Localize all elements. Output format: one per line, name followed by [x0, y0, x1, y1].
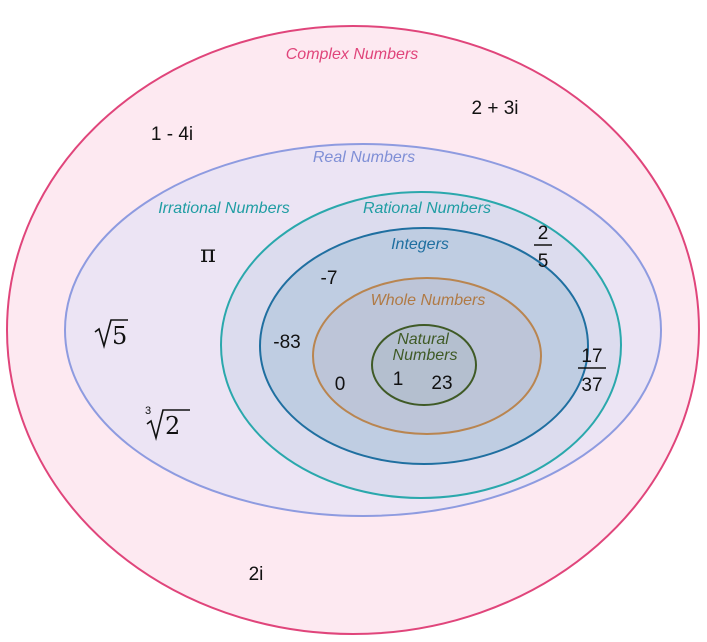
sqrt-5-radicand: 5: [112, 322, 127, 350]
natural-numbers-label-line2: Numbers: [393, 347, 458, 364]
example-2-plus-3i: 2 + 3i: [471, 98, 518, 119]
real-numbers-label: Real Numbers: [313, 149, 415, 166]
integers-label: Integers: [391, 236, 449, 253]
cube-root-2-index: 3: [145, 405, 151, 417]
natural-numbers-ellipse: [371, 324, 477, 406]
example-pi: π: [200, 240, 216, 268]
example-sqrt-5: 5: [94, 319, 128, 350]
whole-numbers-label: Whole Numbers: [371, 292, 486, 309]
example-1: 1: [393, 369, 404, 390]
example-1-minus-4i: 1 - 4i: [151, 124, 193, 145]
fraction-2-5-numerator: 2: [538, 223, 549, 244]
example-23: 23: [431, 373, 452, 394]
natural-numbers-label-line1: Natural: [397, 331, 449, 348]
irrational-numbers-label: Irrational Numbers: [158, 200, 290, 217]
example-2i: 2i: [249, 564, 264, 585]
cube-root-2-radical-sign: [146, 409, 190, 442]
cube-root-2-radicand: 2: [165, 412, 180, 440]
fraction-17-37-denominator: 37: [581, 375, 602, 396]
example-0: 0: [335, 374, 346, 395]
example-fraction-2-5: 2 5: [534, 223, 552, 272]
example-minus-7: -7: [321, 268, 338, 289]
example-cube-root-2: 3 2: [145, 405, 190, 442]
sqrt-5-radical-sign: [94, 319, 128, 349]
example-fraction-17-37: 17 37: [578, 346, 606, 396]
example-minus-83: -83: [273, 332, 300, 353]
rational-numbers-label: Rational Numbers: [363, 200, 491, 217]
fraction-2-5-denominator: 5: [538, 251, 549, 272]
fraction-17-37-numerator: 17: [581, 346, 602, 367]
complex-numbers-label: Complex Numbers: [286, 46, 418, 63]
